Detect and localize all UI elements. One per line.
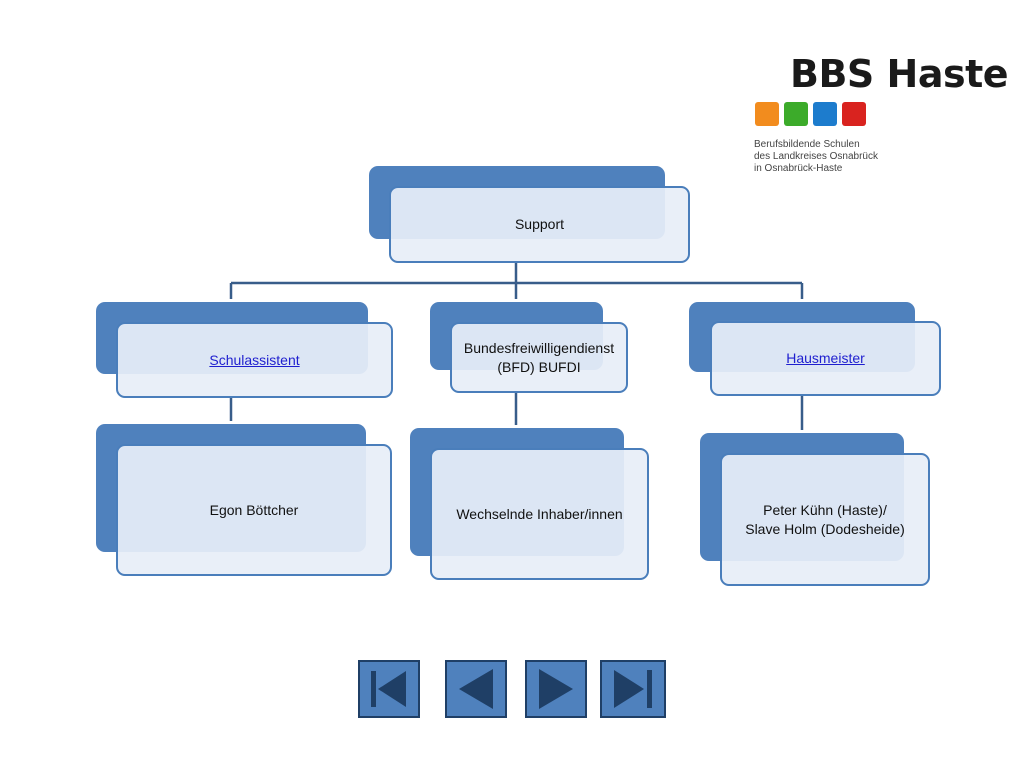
node-box: Egon Böttcher bbox=[116, 444, 392, 576]
node-box: Schulassistent bbox=[116, 322, 393, 398]
logo-square-green bbox=[784, 102, 808, 126]
logo-square-red bbox=[842, 102, 866, 126]
logo-subtitle-line: des Landkreises Osnabrück bbox=[754, 151, 878, 162]
logo-square-orange bbox=[755, 102, 779, 126]
logo-title: BBS Haste bbox=[790, 52, 1009, 96]
node-box: Bundesfreiwilligendienst (BFD) BUFDI bbox=[450, 322, 628, 393]
previous-slide-icon bbox=[459, 669, 493, 709]
logo-subtitle: Berufsbildende Schulen des Landkreises O… bbox=[754, 139, 878, 175]
node-box: Hausmeister bbox=[710, 321, 941, 396]
first-slide-button[interactable] bbox=[358, 660, 420, 718]
node-label: Support bbox=[514, 216, 565, 232]
node-label: Wechselnde Inhaber/innen bbox=[456, 505, 623, 522]
node-box: Peter Kühn (Haste)/ Slave Holm (Dodeshei… bbox=[720, 453, 930, 586]
node-label-line: Bundesfreiwilligendienst bbox=[463, 339, 615, 356]
logo-square-blue bbox=[813, 102, 837, 126]
node-label-line: Slave Holm (Dodesheide) bbox=[745, 520, 905, 537]
logo-subtitle-line: Berufsbildende Schulen bbox=[754, 139, 860, 150]
next-slide-button[interactable] bbox=[525, 660, 587, 718]
next-slide-icon bbox=[539, 669, 573, 709]
last-slide-button[interactable] bbox=[600, 660, 666, 718]
logo-subtitle-line: in Osnabrück-Haste bbox=[754, 163, 843, 174]
previous-slide-button[interactable] bbox=[445, 660, 507, 718]
node-label-line: Peter Kühn (Haste)/ bbox=[763, 501, 887, 518]
node-box: Support bbox=[389, 186, 690, 263]
hausmeister-link[interactable]: Hausmeister bbox=[786, 350, 865, 366]
node-label: Egon Böttcher bbox=[209, 501, 299, 518]
schulassistent-link[interactable]: Schulassistent bbox=[209, 351, 300, 368]
node-label-line: (BFD) BUFDI bbox=[497, 358, 581, 375]
node-box: Wechselnde Inhaber/innen bbox=[430, 448, 649, 580]
last-slide-icon bbox=[614, 670, 652, 708]
first-slide-icon bbox=[371, 671, 406, 707]
